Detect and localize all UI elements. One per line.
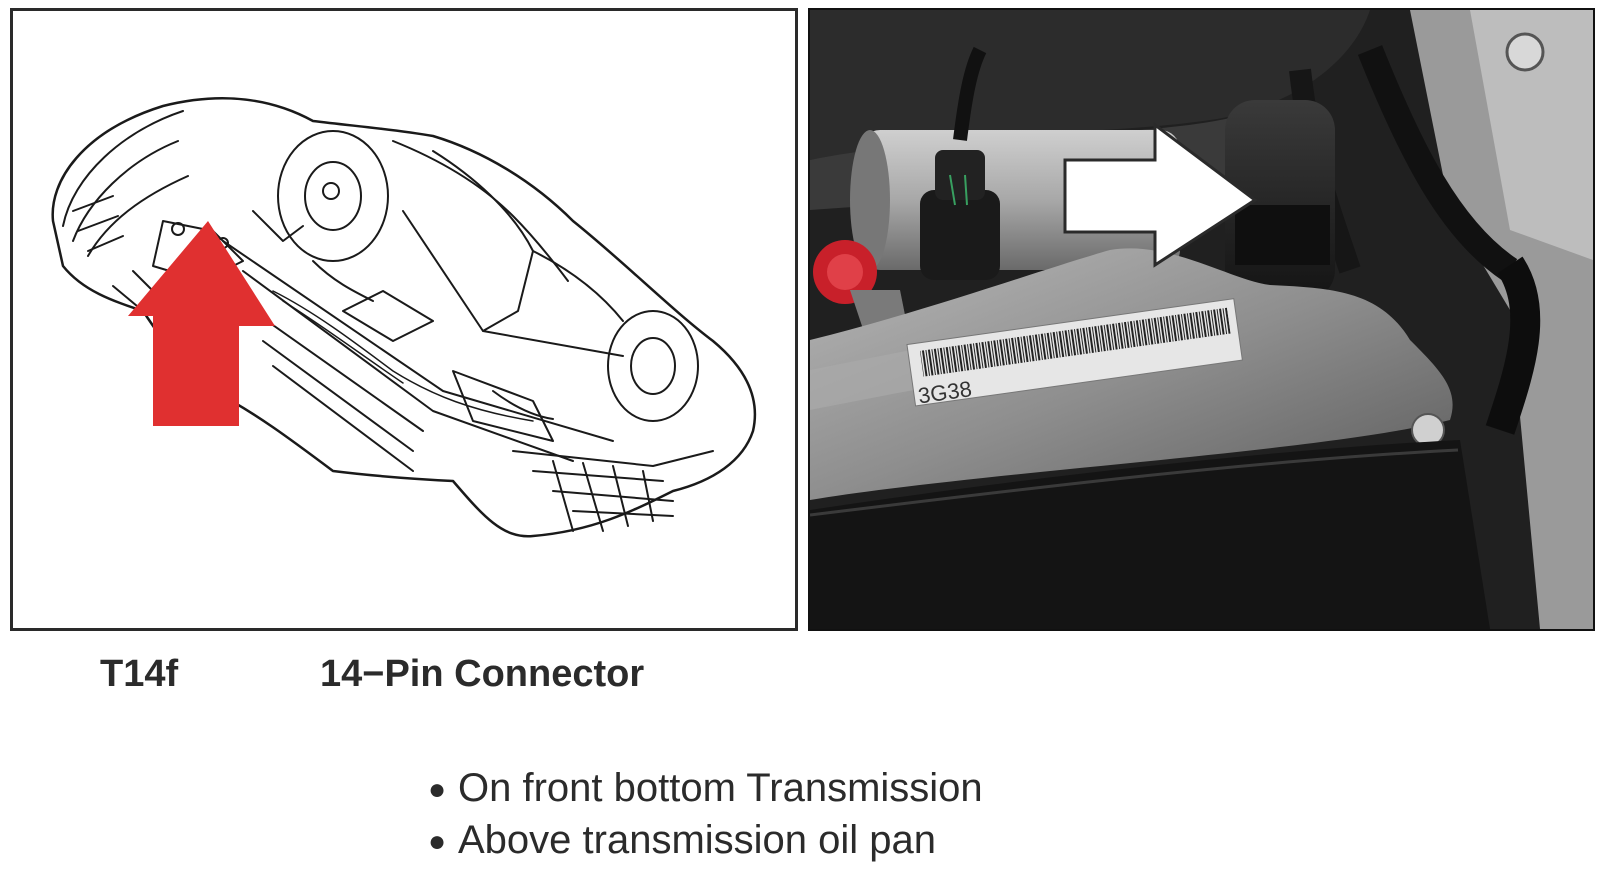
- connector-location-photo: 3G38: [808, 8, 1595, 631]
- list-item: ● On front bottom Transmission: [428, 763, 983, 815]
- location-note-text: Above transmission oil pan: [458, 818, 937, 862]
- vehicle-underside-diagram: [10, 8, 798, 631]
- connector-id: T14f: [100, 653, 179, 695]
- arrow-right-icon: [1063, 122, 1258, 268]
- transmission-photo-illustration: 3G38: [810, 10, 1593, 629]
- location-notes: ● On front bottom Transmission ● Above tra…: [428, 763, 983, 867]
- location-note-text: On front bottom Transmission: [458, 766, 983, 810]
- list-item: ● Above transmission oil pan: [428, 815, 983, 867]
- arrow-up-icon: [128, 221, 275, 426]
- bullet-icon: ●: [428, 773, 447, 806]
- bullet-icon: ●: [428, 825, 447, 858]
- vehicle-underside-illustration: [51, 97, 757, 538]
- connector-name: 14−Pin Connector: [320, 653, 645, 695]
